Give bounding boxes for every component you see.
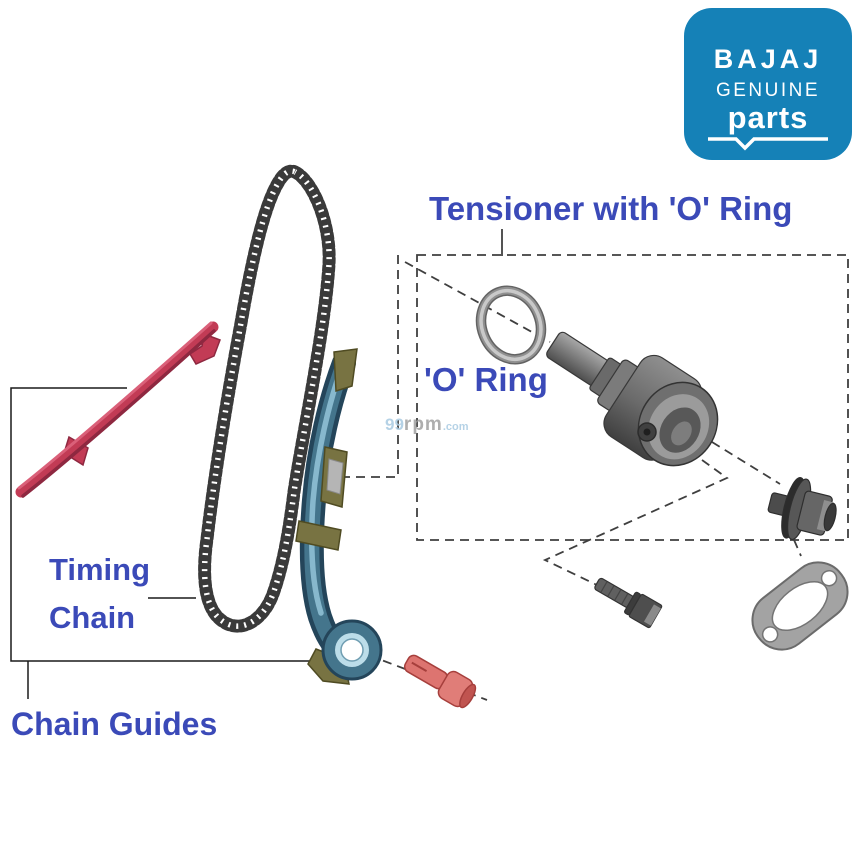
logo-genuine-text: GENUINE [715, 80, 821, 101]
logo-brand-text: BAJAJ [713, 44, 823, 74]
oring-callout-label: 'O' Ring [424, 361, 548, 398]
timing-chain-label-line1: Timing [49, 552, 151, 587]
chain-guides-callout-label: Chain Guides [11, 706, 218, 742]
gasket-icon [751, 561, 849, 651]
watermark-tld: .com [442, 421, 469, 433]
chain-guide-straight-icon [15, 321, 221, 498]
watermark-number: 99 [385, 415, 404, 434]
timing-chain-label-line2: Chain [49, 600, 136, 636]
sealing-plug-icon [767, 477, 837, 541]
tensioner-icon [546, 331, 719, 467]
chain-guide-curved-icon [295, 348, 383, 685]
timing-chain-callout-label: Timing Chain [49, 546, 150, 642]
o-ring-icon [475, 285, 547, 365]
bajaj-genuine-parts-logo: BAJAJ GENUINE parts [684, 8, 852, 160]
tensioner-callout-label: Tensioner with 'O' Ring [429, 190, 793, 227]
watermark: 99rpm.com [385, 414, 469, 436]
timing-chain-icon [198, 164, 336, 633]
logo-parts-text: parts [727, 100, 809, 135]
pivot-bolt-icon [403, 654, 477, 709]
chain-guides-bracket [10, 229, 503, 699]
logo-underline-icon [708, 137, 828, 151]
mounting-bolt-icon [594, 577, 663, 629]
watermark-name: rpm [403, 414, 443, 435]
